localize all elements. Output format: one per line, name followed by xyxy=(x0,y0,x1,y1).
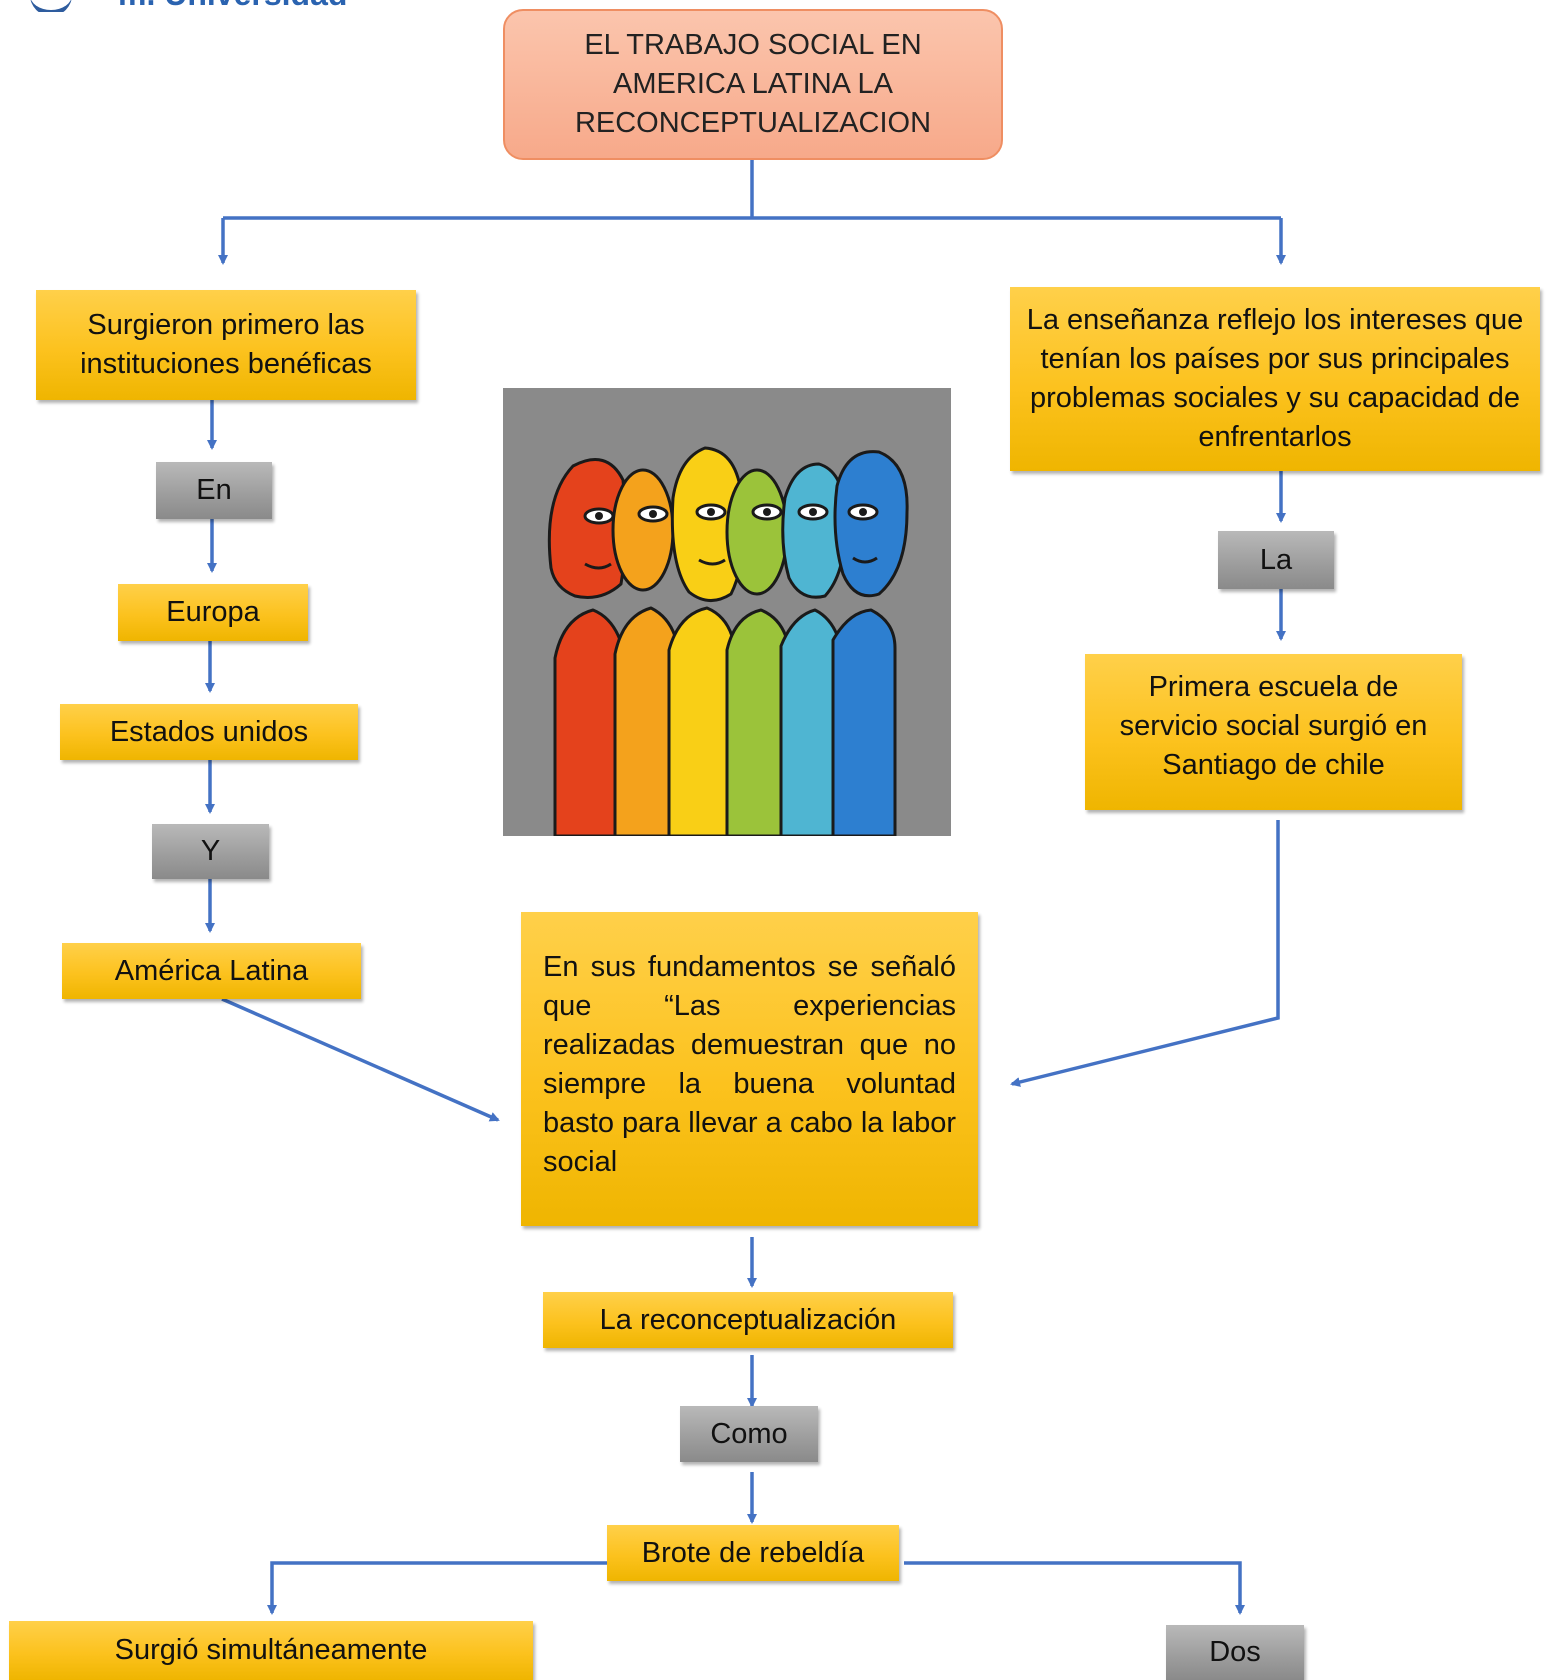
arrow-america-to-fundamentos xyxy=(221,997,500,1122)
arrow-brote-to-left xyxy=(267,1561,607,1615)
reconceptualizacion-text: La reconceptualización xyxy=(599,1303,897,1336)
estados-unidos-box: Estados unidos xyxy=(60,704,358,760)
connector-en-text: En xyxy=(196,474,232,506)
left-start-text: Surgieron primero las instituciones bené… xyxy=(80,309,372,380)
connector-la-text: La xyxy=(1259,543,1293,576)
primera-escuela-text: Primera escuela de servicio social surgi… xyxy=(1119,671,1428,781)
brote-rebeldia-text: Brote de rebeldía xyxy=(641,1536,865,1569)
connector-box-como: Como xyxy=(680,1406,818,1462)
connector-box-en: En xyxy=(156,462,272,519)
logo-text: m. Universidad xyxy=(118,0,347,12)
diagram-title-text: EL TRABAJO SOCIAL EN AMERICA LATINA LA R… xyxy=(574,29,932,139)
brote-rebeldia-box: Brote de rebeldía xyxy=(607,1525,899,1581)
diverse-people-illustration-icon xyxy=(503,388,951,836)
left-start-box: Surgieron primero las instituciones bené… xyxy=(36,290,416,400)
diagram-title: EL TRABAJO SOCIAL EN AMERICA LATINA LA R… xyxy=(503,9,1003,160)
logo-mark-icon xyxy=(30,0,72,12)
connector-box-y: Y xyxy=(152,824,269,879)
connector-box-dos: Dos xyxy=(1166,1625,1304,1680)
right-start-text: La enseñanza reflejo los intereses que t… xyxy=(1026,304,1524,453)
arrow-primera-to-fundamentos xyxy=(1010,820,1280,1087)
arrow-brote-to-right xyxy=(904,1561,1245,1615)
fundamentos-box: En sus fundamentos se señaló que “Las ex… xyxy=(521,912,978,1226)
europa-box: Europa xyxy=(118,584,308,641)
surgio-simultaneamente-text: Surgió simultáneamente xyxy=(114,1634,428,1666)
estados-unidos-text: Estados unidos xyxy=(109,715,309,748)
university-logo: m. Universidad xyxy=(0,0,380,12)
connector-y-text: Y xyxy=(200,835,221,867)
connector-dos-text: Dos xyxy=(1209,1636,1261,1668)
connector-como-text: Como xyxy=(710,1417,788,1450)
right-start-box: La enseñanza reflejo los intereses que t… xyxy=(1010,287,1540,471)
connector-box-la: La xyxy=(1218,531,1334,589)
europa-text: Europa xyxy=(166,596,260,628)
fundamentos-text: En sus fundamentos se señaló que “Las ex… xyxy=(543,951,956,1178)
america-latina-box: América Latina xyxy=(62,943,361,999)
primera-escuela-box: Primera escuela de servicio social surgi… xyxy=(1085,654,1462,810)
surgio-simultaneamente-box: Surgió simultáneamente xyxy=(9,1621,533,1680)
america-latina-text: América Latina xyxy=(114,954,309,987)
reconceptualizacion-box: La reconceptualización xyxy=(543,1292,953,1348)
